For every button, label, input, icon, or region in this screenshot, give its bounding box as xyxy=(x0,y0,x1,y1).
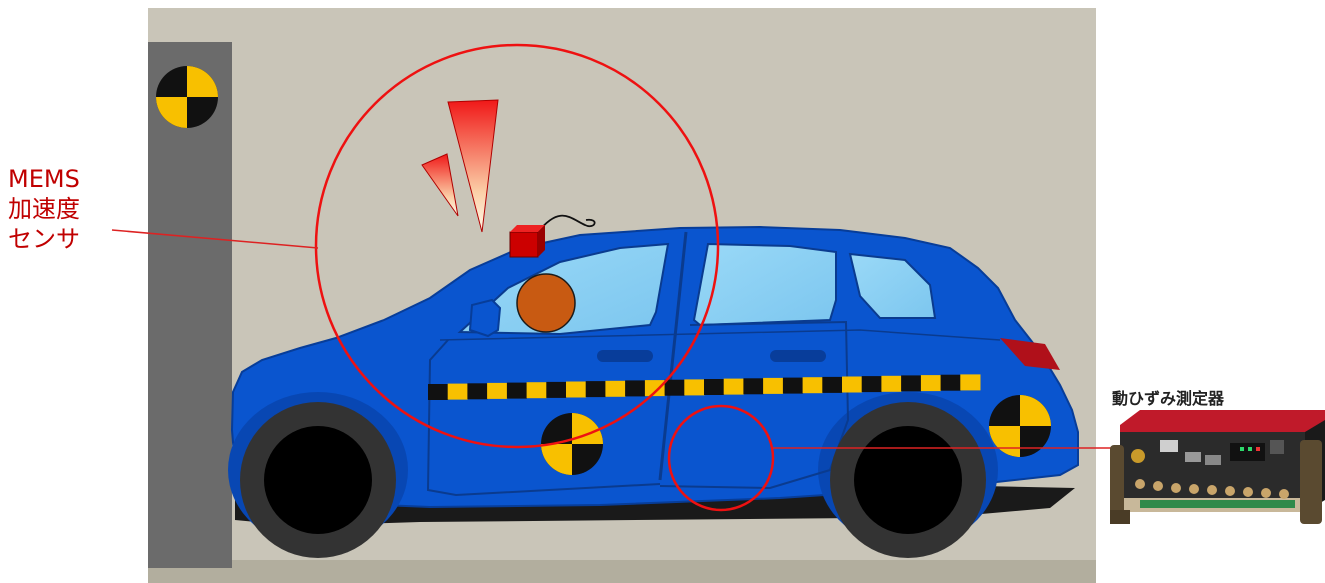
instrument-label: 動ひずみ測定器 xyxy=(1112,385,1302,409)
stripe-segment xyxy=(487,383,507,399)
stripe-segment xyxy=(842,377,862,393)
stripe-segment xyxy=(862,376,882,392)
stripe-segment xyxy=(665,380,685,396)
sensor-box xyxy=(510,232,538,257)
stripe-segment xyxy=(941,375,961,391)
stripe-segment xyxy=(921,375,941,391)
barrier-target-icon xyxy=(156,66,218,128)
stripe-segment xyxy=(527,382,547,398)
stripe-segment xyxy=(566,382,586,398)
stripe-segment xyxy=(605,381,625,397)
sensor-label: MEMS 加速度 センサ xyxy=(8,164,118,254)
stripe-segment xyxy=(743,378,763,394)
sensor-label-line-1: MEMS xyxy=(8,164,118,194)
stripe-segment xyxy=(546,382,566,398)
stripe-segment xyxy=(724,379,744,395)
stripe-segment xyxy=(783,378,803,394)
stripe-segment xyxy=(803,377,823,393)
side-mirror xyxy=(470,300,500,336)
stripe-segment xyxy=(586,381,606,397)
front-door-handle xyxy=(597,350,653,362)
stripe-segment xyxy=(901,375,921,391)
stripe-segment xyxy=(448,384,468,400)
front-wheel xyxy=(240,402,396,558)
strain-instrument-device xyxy=(1110,410,1325,524)
stripe-segment xyxy=(822,377,842,393)
stripe-segment xyxy=(428,384,448,400)
stripe-segment xyxy=(467,383,487,399)
stripe-segment xyxy=(684,379,704,395)
stripe-segment xyxy=(960,374,980,390)
stripe-segment xyxy=(704,379,724,395)
sensor-label-line-3: センサ xyxy=(8,224,118,254)
floor xyxy=(148,560,1096,583)
stripe-segment xyxy=(763,378,783,394)
driver-head xyxy=(517,274,575,332)
rear-wheel xyxy=(830,402,986,558)
stripe-segment xyxy=(881,376,901,392)
rear-door-handle xyxy=(770,350,826,362)
stripe-segment xyxy=(507,383,527,399)
stripe-segment xyxy=(625,380,645,396)
sensor-label-line-2: 加速度 xyxy=(8,194,118,224)
